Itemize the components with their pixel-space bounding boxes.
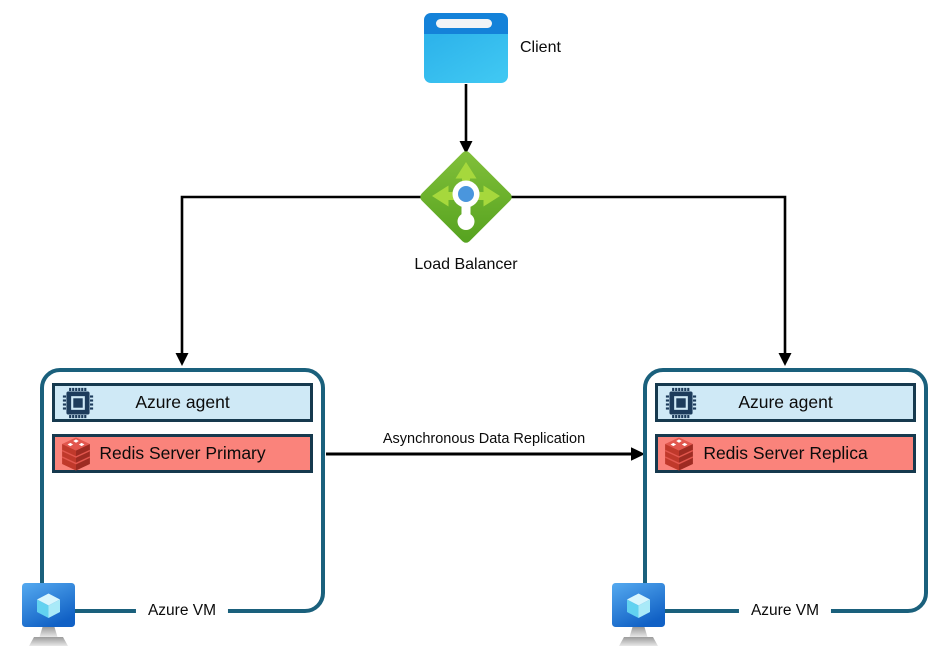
browser-body	[424, 34, 508, 83]
lb-to-right-vm-line	[511, 195, 787, 355]
redis-replica-bar: Redis Server Replica	[655, 434, 916, 473]
redis-primary-bar: Redis Server Primary	[52, 434, 313, 473]
redis-cube-icon	[61, 437, 91, 470]
redis-cube-icon	[664, 437, 694, 470]
azure-agent-label: Azure agent	[738, 392, 833, 412]
vm-box-primary: Azure agent	[40, 368, 325, 613]
replication-arrowhead	[631, 447, 645, 461]
azure-vm-monitor-icon	[612, 583, 665, 647]
load-balancer-icon	[420, 151, 512, 243]
azure-vm-monitor-icon	[22, 583, 75, 647]
browser-titlebar	[424, 13, 508, 34]
load-balancer-label: Load Balancer	[414, 256, 518, 273]
browser-addressbar	[436, 19, 492, 28]
redis-replica-label: Redis Server Replica	[703, 443, 868, 463]
arrowheads	[175, 141, 792, 461]
client-browser-icon	[424, 13, 508, 83]
arrow-lines	[180, 84, 787, 456]
vm-box-replica: Azure agent	[643, 368, 928, 613]
client-to-lb-arrowhead	[459, 141, 473, 154]
left-vm-arrowhead	[175, 353, 189, 366]
client-label: Client	[520, 39, 561, 56]
right-vm-arrowhead	[778, 353, 792, 366]
redis-primary-label: Redis Server Primary	[99, 443, 266, 463]
azure-agent-bar: Azure agent	[655, 383, 916, 422]
lb-to-left-vm-line	[180, 195, 421, 355]
azure-vm-label: Azure VM	[738, 601, 832, 621]
cpu-chip-icon	[665, 387, 697, 419]
replication-label: Asynchronous Data Replication	[382, 431, 586, 447]
cpu-chip-icon	[62, 387, 94, 419]
azure-agent-bar: Azure agent	[52, 383, 313, 422]
azure-agent-label: Azure agent	[135, 392, 230, 412]
azure-vm-label: Azure VM	[135, 601, 229, 621]
